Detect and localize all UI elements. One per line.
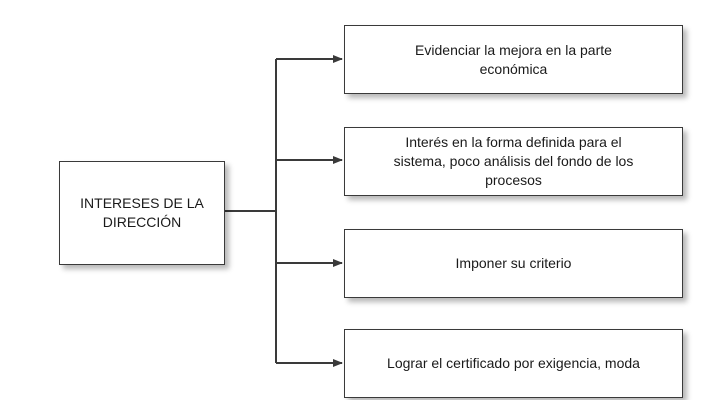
branch-node-label: Imponer su criterio [455, 255, 572, 271]
branch-node-label: Evidenciar la mejora en la parte económi… [415, 41, 612, 77]
branch-node-economic-improvement: Evidenciar la mejora en la parte económi… [344, 25, 683, 94]
branch-node-label: Lograr el certificado por exigencia, mod… [387, 355, 640, 371]
branch-node-obtain-certificate: Lograr el certificado por exigencia, mod… [344, 329, 683, 398]
root-node-label: INTERESES DE LA DIRECCIÓN [80, 195, 204, 230]
branch-node-impose-criteria: Imponer su criterio [344, 229, 683, 298]
root-node: INTERESES DE LA DIRECCIÓN [59, 161, 225, 265]
branch-node-label: Interés en la forma definida para el sis… [393, 134, 634, 188]
branch-node-system-form-interest: Interés en la forma definida para el sis… [344, 127, 683, 196]
